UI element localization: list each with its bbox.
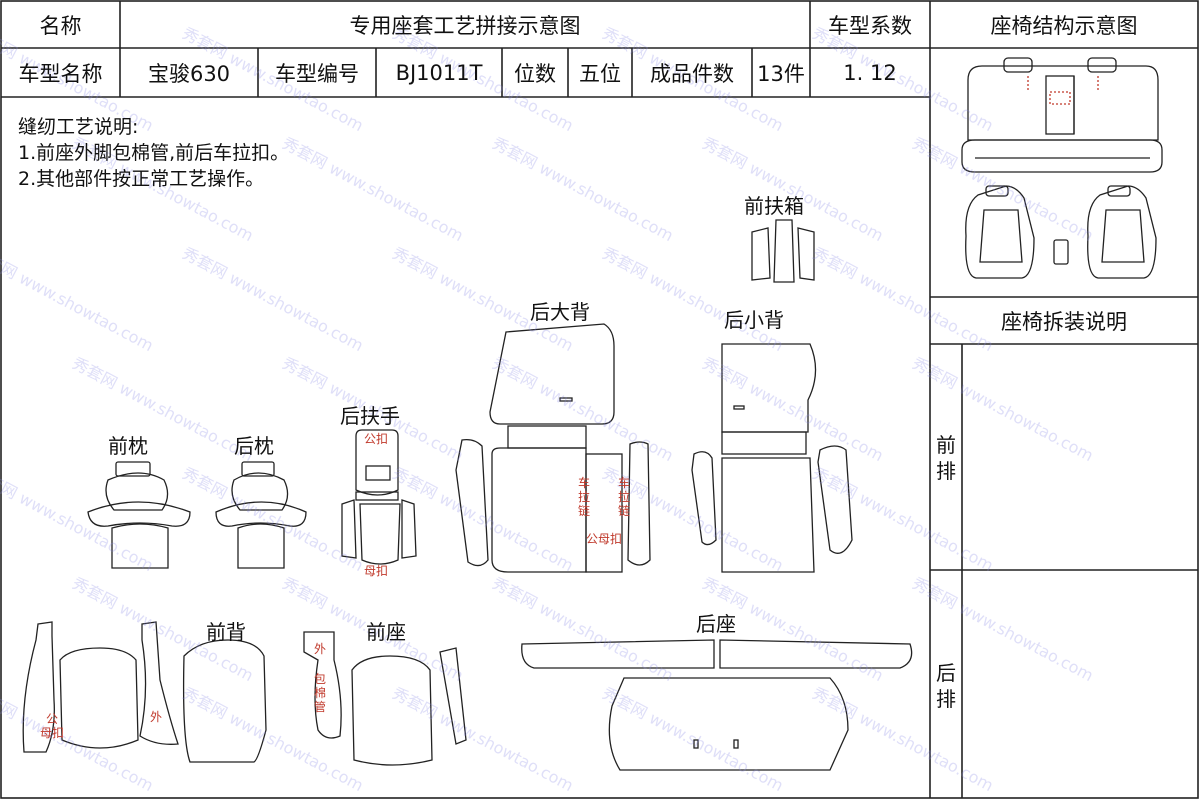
label-front-seat: 前座 [366, 620, 406, 644]
note-male-female-buckle: 公母扣 [586, 532, 623, 546]
piece-rear-headrest-top [241, 461, 275, 477]
seats-label: 位数 [514, 61, 556, 86]
piece-rear-small-seat-back [721, 457, 815, 573]
note-wrap-tube: 包棉管 [313, 672, 326, 714]
label-front-back: 前背 [206, 620, 246, 644]
label-rear-big-back: 后大背 [530, 300, 590, 324]
piece-front-seat [351, 655, 433, 766]
sewing-notes: 缝纫工艺说明: 1.前座外脚包棉管,前后车拉扣。 2.其他部件按正常工艺操作。 [18, 114, 289, 192]
notes-line-2: 2.其他部件按正常工艺操作。 [18, 168, 265, 190]
piece-rear-armrest [355, 429, 399, 496]
header-coef-label: 车型系数 [828, 13, 912, 38]
seats-value: 五位 [579, 61, 621, 86]
label-front-headrest: 前枕 [108, 434, 148, 458]
notes-line-1: 1.前座外脚包棉管,前后车拉扣。 [18, 142, 290, 164]
pieces-label: 成品件数 [650, 61, 734, 86]
piece-front-armrest-box-left [751, 227, 771, 281]
notes-title: 缝纫工艺说明: [18, 116, 139, 138]
pieces-value: 13件 [757, 61, 805, 86]
model-name-label: 车型名称 [18, 61, 103, 86]
note-zipper-right: 车拉链 [617, 476, 630, 518]
header-name-label: 名称 [39, 13, 82, 38]
rear-row-label: 后排 [936, 661, 956, 711]
front-row-label: 前排 [936, 433, 956, 483]
note-female-buckle-2: 母扣 [40, 726, 65, 740]
model-no: BJ1011T [395, 60, 483, 85]
page-title: 专用座套工艺拼接示意图 [349, 13, 581, 38]
disassembly-title: 座椅拆装说明 [1001, 309, 1127, 334]
pattern-pieces [22, 219, 913, 771]
label-rear-headrest: 后枕 [234, 434, 274, 458]
piece-rear-big-back [489, 323, 615, 425]
piece-front-back [182, 639, 267, 763]
piece-front-armrest-box-right [797, 227, 815, 281]
model-name: 宝骏630 [147, 61, 231, 86]
note-outer-1: 外 [150, 710, 163, 724]
piece-rear-seat-right [719, 639, 913, 669]
label-front-armrest-box: 前扶箱 [744, 194, 804, 218]
piece-rear-seat-left [521, 639, 715, 669]
note-zipper-left: 车拉链 [577, 476, 590, 518]
struct-title: 座椅结构示意图 [990, 13, 1138, 38]
piece-front-armrest-box-mid [773, 219, 795, 283]
model-no-label: 车型编号 [275, 61, 359, 86]
note-outer-2: 外 [314, 642, 327, 656]
piece-rear-seat-main [608, 677, 849, 771]
seat-structure-drawing [961, 57, 1163, 279]
coef-value: 1. 12 [843, 60, 897, 85]
piece-front-back-left [59, 647, 139, 749]
note-male-buckle: 公扣 [364, 432, 389, 446]
note-female-buckle: 母扣 [364, 564, 389, 578]
piece-front-headrest-top [115, 461, 151, 477]
label-rear-seat: 后座 [696, 612, 736, 636]
label-rear-small-back: 后小背 [724, 308, 784, 332]
label-rear-armrest: 后扶手 [340, 404, 400, 428]
piece-front-seat-side [303, 631, 342, 739]
piece-rear-big-seat-back [491, 447, 587, 573]
note-male: 公 [46, 712, 59, 726]
piece-rear-small-back [721, 343, 817, 433]
